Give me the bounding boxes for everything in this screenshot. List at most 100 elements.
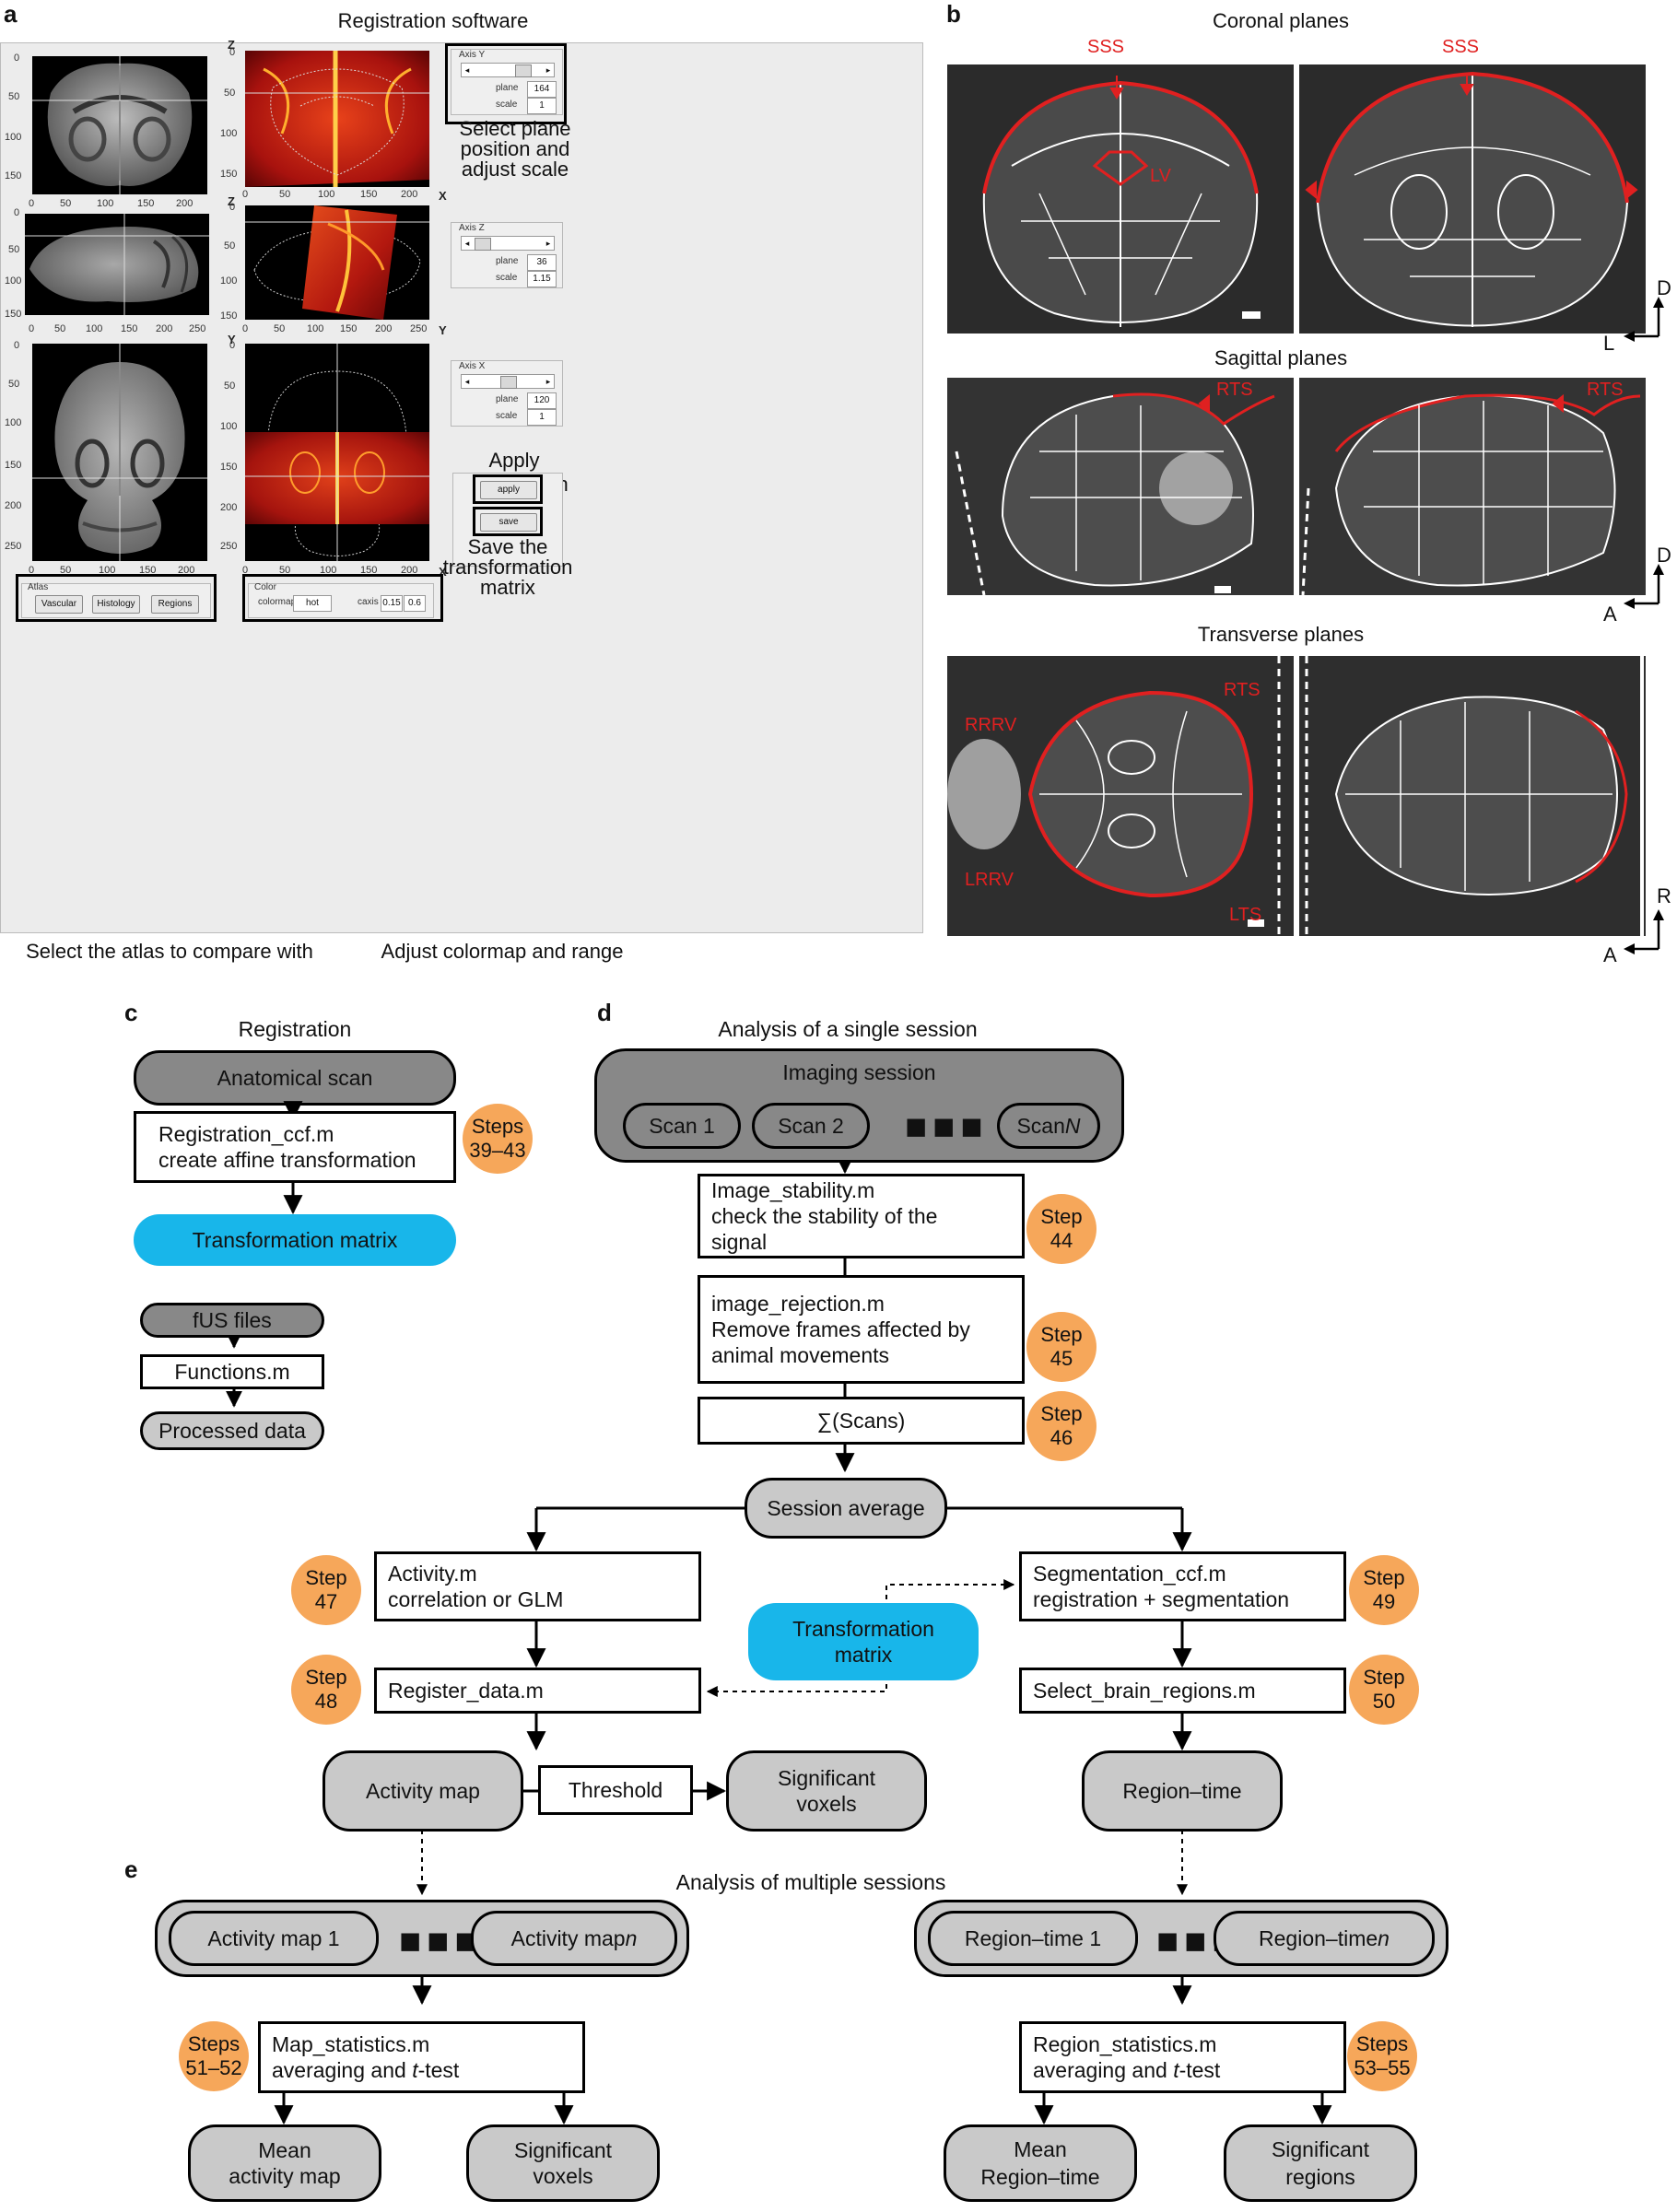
tick: 50	[224, 380, 236, 392]
step-word: Step	[1363, 1566, 1405, 1589]
scale-input[interactable]: 1	[527, 409, 557, 426]
axis-x-control: Axis X ◂▸ plane 120 scale 1	[451, 360, 563, 427]
tick: 100	[220, 275, 238, 287]
tick: 0	[14, 340, 20, 351]
compass-label: L	[1603, 332, 1615, 355]
histology-button[interactable]: Histology	[92, 595, 140, 614]
tick: 200	[401, 189, 418, 200]
control-title: Axis Z	[459, 223, 485, 233]
atlas-coronal-view[interactable]	[32, 56, 207, 194]
activity-map-n-node: Activity map n	[471, 1911, 677, 1966]
caxis-min-input[interactable]: 0.15	[381, 595, 403, 612]
tick: 150	[340, 323, 358, 334]
plane-input[interactable]: 120	[527, 392, 557, 409]
legend-fus-label: fUS files	[193, 1307, 272, 1332]
compass-label: R	[1657, 884, 1671, 907]
transverse-image-1	[947, 656, 1294, 936]
map-stats-line-1: Map_statistics.m	[272, 2032, 430, 2056]
save-button[interactable]: save	[480, 513, 537, 532]
colormap-input[interactable]: hot	[293, 595, 332, 612]
control-title: Axis X	[459, 361, 486, 371]
label-sss: SSS	[1087, 37, 1125, 57]
tick: 200	[176, 198, 194, 209]
sig-regions-line-1: Significant	[1271, 2137, 1370, 2161]
scan-1-label: Scan 1	[649, 1113, 715, 1138]
compass-label: A	[1603, 943, 1617, 966]
vascular-button[interactable]: Vascular	[35, 595, 83, 614]
tick: 100	[320, 565, 337, 576]
plane-slider[interactable]: ◂▸	[461, 374, 555, 389]
steps-range: 51–52	[185, 2056, 242, 2079]
activity-line-2: correlation or GLM	[388, 1587, 564, 1611]
tick: 0	[229, 202, 236, 213]
region-times-group: Region–time 1 ■■■ Region–time n	[914, 1900, 1448, 1977]
coronal-image-2	[1299, 64, 1646, 334]
axis-letter: Z	[228, 194, 235, 208]
activity-box: Activity.m correlation or GLM	[374, 1551, 701, 1621]
register-data-box: Register_data.m	[374, 1668, 701, 1714]
regions-button[interactable]: Regions	[151, 595, 199, 614]
plane-label: plane	[496, 394, 519, 404]
registration-line-1: Registration_ccf.m	[158, 1122, 334, 1146]
tick: 200	[220, 502, 238, 513]
stability-line-1: Image_stability.m	[711, 1178, 875, 1202]
activity-map-1-label: Activity map 1	[207, 1925, 340, 1950]
significant-line-1: Significant	[777, 1766, 876, 1790]
panel-label-b: b	[946, 0, 961, 28]
panel-label-c: c	[124, 999, 138, 1026]
fus-coronal-overlay[interactable]	[245, 51, 429, 187]
tick: 150	[5, 460, 22, 471]
plane-input[interactable]: 36	[527, 254, 557, 271]
plane-slider[interactable]: ◂▸	[461, 236, 555, 251]
scan-2-node: Scan 2	[752, 1103, 870, 1149]
tick: 50	[279, 189, 291, 200]
scale-input[interactable]: 1.15	[527, 271, 557, 287]
step-number: 49	[1372, 1590, 1396, 1613]
atlas-sagittal-view[interactable]	[25, 214, 209, 315]
highlight-box	[16, 574, 217, 622]
transformation-matrix-node: Transformation matrix	[134, 1214, 456, 1266]
tick: 0	[242, 565, 249, 576]
sum-scans-label: ∑(Scans)	[816, 1409, 906, 1433]
transformation-matrix-label: Transformation matrix	[192, 1228, 398, 1252]
scan-2-label: Scan 2	[778, 1113, 844, 1138]
tick: 100	[5, 417, 22, 428]
segmentation-box: Segmentation_ccf.m registration + segmen…	[1019, 1551, 1346, 1621]
ellipsis-dots: ■■■	[399, 1921, 483, 1961]
label-lts: LTS	[1229, 905, 1262, 925]
atlas-transverse-view[interactable]	[32, 344, 207, 561]
caxis-max-input[interactable]: 0.6	[404, 595, 426, 612]
region-stats-line-2: averaging and t-test	[1033, 2058, 1221, 2082]
step-number: 48	[314, 1690, 338, 1713]
scale-input[interactable]: 1	[527, 98, 557, 114]
compass-label: D	[1657, 544, 1671, 567]
tick: 200	[375, 323, 393, 334]
fus-transverse-overlay[interactable]	[245, 344, 429, 561]
stability-line-3: signal	[711, 1230, 768, 1254]
caxis-label: caxis	[358, 597, 379, 607]
plane-input[interactable]: 164	[527, 81, 557, 98]
tick: 0	[14, 207, 20, 218]
apply-button[interactable]: apply	[480, 481, 537, 499]
region-stats-line-1: Region_statistics.m	[1033, 2032, 1217, 2056]
tick: 50	[279, 565, 291, 576]
panel-label-a: a	[4, 0, 18, 28]
atlas-title: Atlas	[28, 582, 49, 592]
tick: 50	[60, 565, 72, 576]
tick: 150	[121, 323, 138, 334]
threshold-label: Threshold	[568, 1778, 663, 1802]
sagittal-image-1	[947, 378, 1294, 595]
registration-software-window: 0 50 100 150 0 50 100 150 200 Z 0 50 100…	[0, 38, 923, 933]
mean-activity-line-2: activity map	[229, 2164, 341, 2188]
imaging-session-label: Imaging session	[782, 1060, 936, 1084]
stability-line-2: check the stability of the	[711, 1204, 938, 1228]
activity-map-1-node: Activity map 1	[169, 1911, 379, 1966]
select-brain-regions-box: Select_brain_regions.m	[1019, 1668, 1346, 1714]
plane-slider[interactable]: ◂▸	[461, 63, 555, 77]
tick: 0	[242, 323, 249, 334]
fus-sagittal-overlay[interactable]	[245, 205, 429, 320]
tick: 150	[5, 170, 22, 181]
